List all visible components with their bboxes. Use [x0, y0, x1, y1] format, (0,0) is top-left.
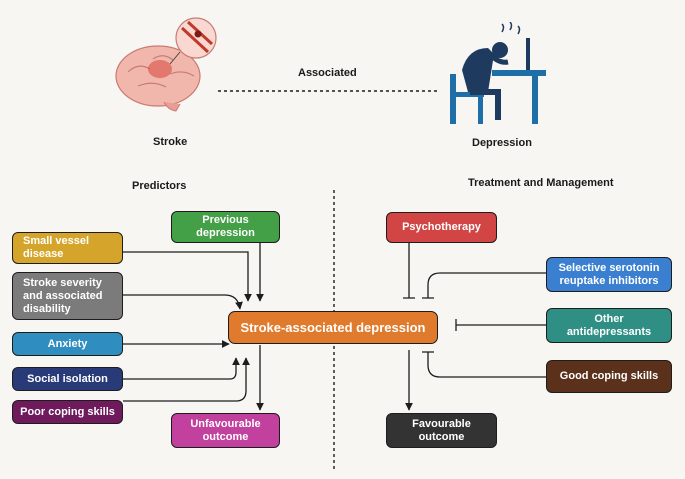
- node-previous-depression-label: Previous depression: [196, 214, 255, 239]
- node-stroke-severity-label: Stroke severity and associated disabilit…: [23, 276, 103, 315]
- node-good-coping: Good coping skills: [546, 360, 672, 393]
- inhibit-ssri: [422, 272, 546, 299]
- depression-label: Depression: [472, 137, 532, 149]
- arrow-social-isolation: [123, 357, 240, 380]
- node-social-isolation-label: Social isolation: [27, 372, 108, 385]
- node-poor-coping-label: Poor coping skills: [20, 405, 115, 418]
- node-ssri: Selective serotonin reuptake inhibitors: [546, 257, 672, 292]
- node-unfavourable-outcome-label: Unfavourable outcome: [190, 417, 261, 443]
- inhibit-good-coping: [422, 351, 546, 378]
- arrow-poor-coping: [123, 357, 250, 402]
- node-small-vessel: Small vessel disease: [12, 232, 123, 264]
- brain-icon: [115, 17, 217, 112]
- node-other-antidepressants: Other antidepressants: [546, 308, 672, 343]
- node-psychotherapy: Psychotherapy: [386, 212, 497, 243]
- arrow-small-vessel: [123, 251, 252, 302]
- node-previous-depression: Previous depression: [171, 211, 280, 243]
- center-node: Stroke-associated depression: [228, 311, 438, 344]
- associated-label: Associated: [298, 67, 357, 79]
- node-unfavourable-outcome: Unfavourable outcome: [171, 413, 280, 448]
- node-poor-coping: Poor coping skills: [12, 400, 123, 424]
- node-good-coping-label: Good coping skills: [559, 370, 659, 382]
- node-ssri-label: Selective serotonin reuptake inhibitors: [558, 261, 660, 287]
- center-node-label: Stroke-associated depression: [240, 320, 426, 335]
- predictors-heading: Predictors: [132, 180, 187, 192]
- depressed-person-icon: [450, 22, 546, 124]
- arrow-stroke-severity: [123, 294, 243, 310]
- node-psychotherapy-label: Psychotherapy: [402, 221, 481, 233]
- node-small-vessel-label: Small vessel disease: [23, 235, 90, 260]
- node-anxiety: Anxiety: [12, 332, 123, 356]
- inhibit-other-antidep: [455, 319, 546, 331]
- node-favourable-outcome-label: Favourable outcome: [412, 417, 471, 443]
- node-social-isolation: Social isolation: [12, 367, 123, 391]
- stroke-label: Stroke: [153, 136, 188, 148]
- inhibit-psychotherapy: [403, 243, 415, 299]
- node-other-antidepressants-label: Other antidepressants: [566, 312, 652, 338]
- node-stroke-severity: Stroke severity and associated disabilit…: [12, 272, 123, 320]
- treatment-heading: Treatment and Management: [468, 177, 614, 189]
- node-favourable-outcome: Favourable outcome: [386, 413, 497, 448]
- node-anxiety-label: Anxiety: [47, 337, 88, 350]
